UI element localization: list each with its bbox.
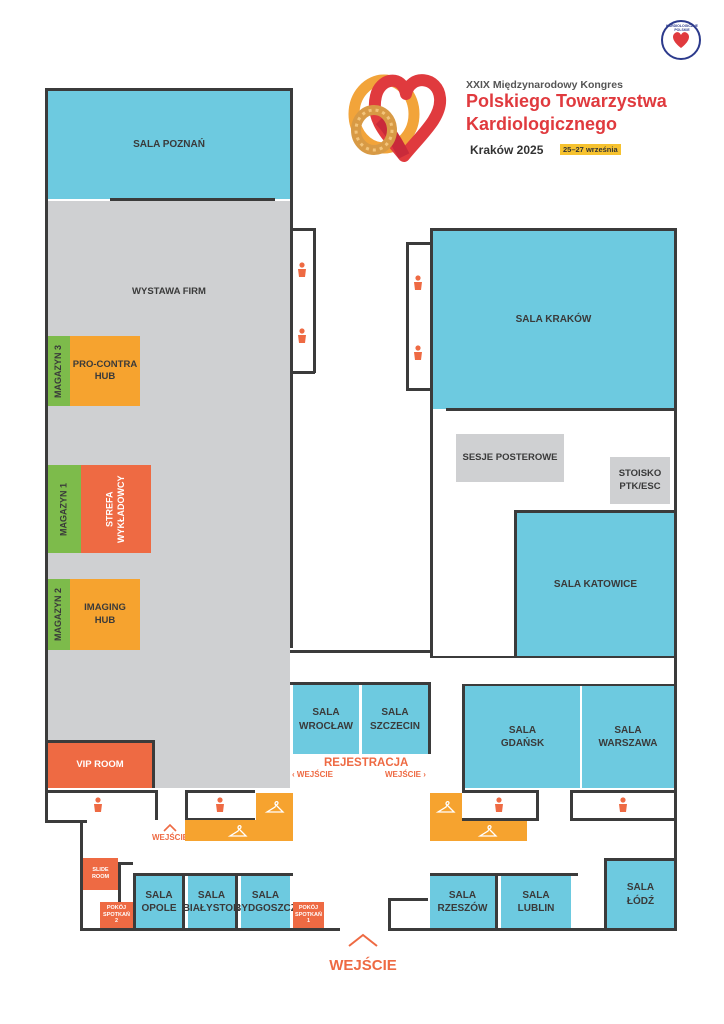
hanger-icon [264,800,285,813]
hanger-icon [227,824,248,837]
slide-room[interactable]: SLIDE ROOM [83,858,118,890]
congress-title-line1: XXIX Międzynarodowy Kongres [466,79,623,91]
entrance-right-text: WEJŚCIE [385,770,422,779]
cloakroom-right-lower[interactable] [462,821,527,841]
room-katowice[interactable]: SALA KATOWICE [514,510,674,656]
room-lodz[interactable]: SALA ŁÓDŹ [607,861,674,928]
room-bialystok[interactable]: SALA BIAŁYSTOK [183,876,240,928]
cloakroom-left-lower[interactable] [185,820,293,841]
ptk-esc-stand[interactable]: STOISKO PTK/ESC [610,457,670,504]
room-rzeszow[interactable]: SALA RZESZÓW [430,876,498,928]
hanger-icon [435,800,456,813]
person-icon [298,328,306,343]
person-icon [298,262,306,277]
chevron-up-icon [163,823,177,832]
meeting-room-1[interactable]: POKÓJ SPOTKAŃ 1 [293,902,324,928]
room-bydgoszcz[interactable]: SALA BYDGOSZCZ [234,876,297,928]
lecturers-zone[interactable]: STREFA WYKŁADOWCY [81,465,151,553]
entrance-left-label: ‹ WEJŚCIE [292,770,333,779]
meeting-room-2[interactable]: POKÓJ SPOTKAŃ 2 [100,902,133,928]
room-poznan[interactable]: SALA POZNAŃ [48,91,290,199]
ptk-badge-logo: KARDIOLOGICZNE POLSKIE [661,20,701,60]
storage-2[interactable]: MAGAZYN 2 [48,579,70,650]
main-entrance-chevron-icon [348,933,378,947]
heart-pretzel-logo [348,74,447,162]
room-szczecin[interactable]: SALA SZCZECIN [362,685,428,754]
imaging-hub[interactable]: IMAGING HUB [70,579,140,650]
congress-title-line2: Polskiego Towarzystwa [466,91,667,111]
person-icon [414,345,422,360]
room-wroclaw[interactable]: SALA WROCŁAW [293,685,359,754]
cloakroom-right[interactable] [430,793,462,841]
poster-sessions[interactable]: SESJE POSTEROWE [456,434,564,482]
room-gdansk[interactable]: SALA GDAŃSK [465,686,580,788]
pro-contra-hub[interactable]: PRO-CONTRA HUB [70,336,140,406]
entrance-right-label: WEJŚCIE › [385,770,426,779]
storage-3[interactable]: MAGAZYN 3 [48,336,70,406]
entrance-left-text: WEJŚCIE [296,770,333,779]
person-icon [216,797,224,812]
room-krakow[interactable]: SALA KRAKÓW [433,231,674,409]
registration-label: REJESTRACJA [324,757,409,769]
hanger-icon [477,824,498,837]
entrance-side-label: WEJŚCIE [152,833,189,842]
room-opole[interactable]: SALA OPOLE [136,876,185,928]
person-icon [414,275,422,290]
room-lublin[interactable]: SALA LUBLIN [501,876,571,928]
storage-1[interactable]: MAGAZYN 1 [48,465,81,553]
vip-room[interactable]: VIP ROOM [48,740,155,788]
congress-dates: 25–27 września [560,144,621,155]
ptk-badge-text: KARDIOLOGICZNE POLSKIE [666,24,698,32]
congress-city-year: Kraków 2025 [470,143,544,157]
congress-title-line3: Kardiologicznego [466,114,618,134]
person-icon [619,797,627,812]
room-warszawa[interactable]: SALA WARSZAWA [582,686,674,788]
person-icon [495,797,503,812]
main-entrance-label: WEJŚCIE [329,957,397,974]
person-icon [94,797,102,812]
